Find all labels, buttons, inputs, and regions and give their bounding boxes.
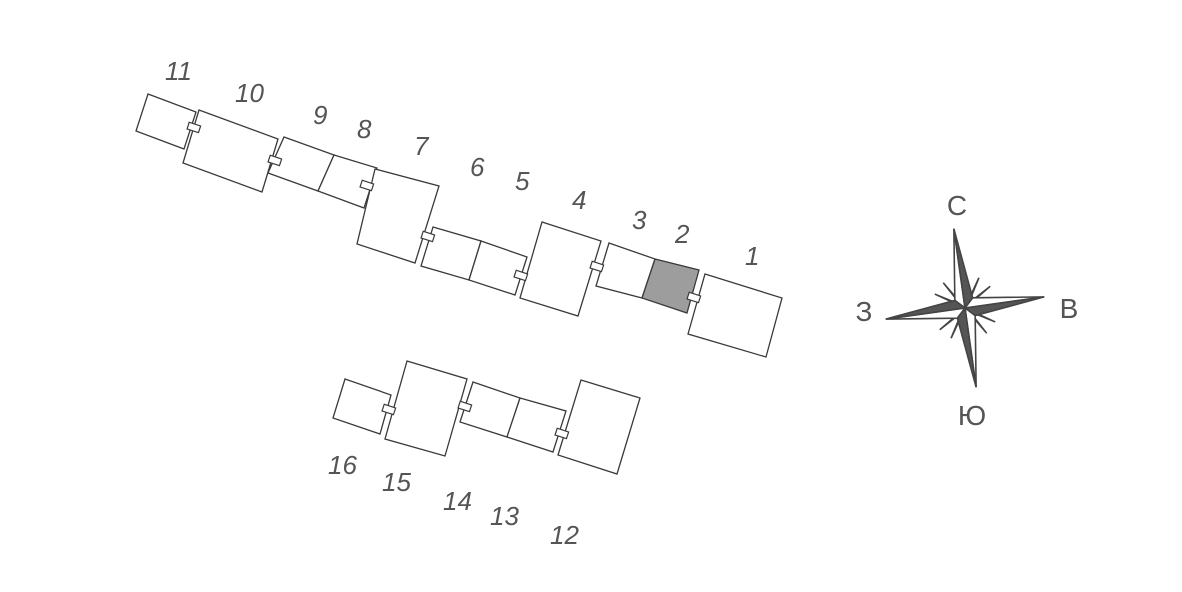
connector bbox=[186, 121, 202, 134]
section-label-9: 9 bbox=[313, 100, 327, 130]
section-label-6: 6 bbox=[470, 152, 485, 182]
top-building-row bbox=[135, 93, 783, 358]
section-label-3: 3 bbox=[632, 205, 647, 235]
section-label-4: 4 bbox=[572, 185, 586, 215]
compass-south-label: Ю bbox=[958, 400, 986, 431]
section-1[interactable] bbox=[687, 273, 783, 358]
section-label-10: 10 bbox=[235, 78, 264, 108]
section-label-7: 7 bbox=[414, 131, 430, 161]
section-label-14: 14 bbox=[443, 486, 472, 516]
connector bbox=[359, 179, 375, 192]
compass-rose bbox=[885, 228, 1045, 388]
section-label-2: 2 bbox=[674, 219, 690, 249]
section-7[interactable] bbox=[356, 168, 440, 264]
section-4[interactable] bbox=[519, 221, 602, 317]
connector bbox=[589, 260, 605, 273]
section-label-15: 15 bbox=[382, 467, 411, 497]
bottom-building-row bbox=[332, 360, 641, 475]
compass-main-rays bbox=[885, 228, 1045, 388]
section-8[interactable] bbox=[317, 154, 378, 209]
section-5[interactable] bbox=[468, 240, 528, 296]
section-label-12: 12 bbox=[550, 520, 579, 550]
compass-north-label: С bbox=[947, 190, 967, 221]
section-label-16: 16 bbox=[328, 450, 357, 480]
section-13[interactable] bbox=[506, 397, 567, 453]
section-label-1: 1 bbox=[745, 241, 759, 271]
connector bbox=[513, 269, 529, 282]
connector bbox=[381, 403, 397, 416]
connector bbox=[686, 291, 702, 304]
compass-west-label: З bbox=[856, 296, 873, 327]
connector bbox=[420, 230, 436, 243]
section-15[interactable] bbox=[384, 360, 468, 457]
compass-east-label: В bbox=[1060, 293, 1079, 324]
section-2[interactable] bbox=[641, 258, 700, 314]
section-label-8: 8 bbox=[357, 114, 372, 144]
section-label-11: 11 bbox=[165, 56, 192, 86]
section-10[interactable] bbox=[182, 109, 279, 193]
section-label-13: 13 bbox=[490, 501, 519, 531]
section-12[interactable] bbox=[557, 379, 641, 475]
section-11[interactable] bbox=[135, 93, 197, 150]
section-label-5: 5 bbox=[515, 166, 530, 196]
section-labels: 11 10 9 8 7 6 5 4 3 2 1 16 15 14 13 12 bbox=[165, 56, 759, 550]
connector bbox=[267, 154, 283, 167]
connector bbox=[554, 427, 570, 440]
connector bbox=[457, 400, 473, 413]
section-16[interactable] bbox=[332, 378, 392, 435]
